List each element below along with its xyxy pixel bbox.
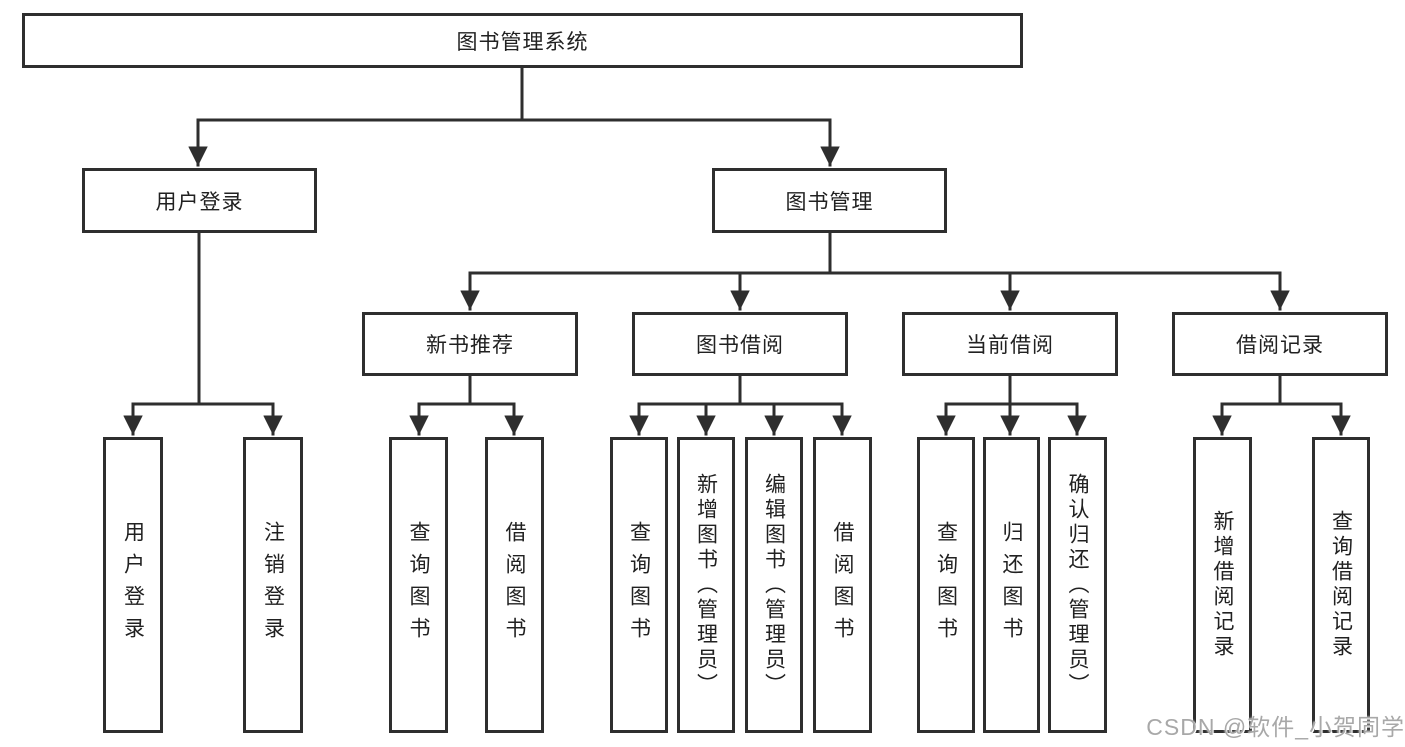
node-label: 查询图书 <box>407 521 430 649</box>
leaf-borrow-borrow-book: 借阅图书 <box>813 437 872 733</box>
leaf-newbooks-borrow-book: 借阅图书 <box>485 437 544 733</box>
leaf-records-add-record: 新增借阅记录 <box>1193 437 1252 733</box>
node-label: 归还图书 <box>1000 521 1023 649</box>
node-borrow-records: 借阅记录 <box>1172 312 1388 376</box>
node-label: 当前借阅 <box>966 334 1054 357</box>
leaf-borrow-edit-book-admin: 编辑图书（管理员） <box>745 437 803 733</box>
node-label: 新增借阅记录 <box>1211 510 1234 660</box>
leaf-borrow-query-book: 查询图书 <box>610 437 668 733</box>
node-label: 新增图书（管理员） <box>694 472 718 698</box>
leaf-user-login: 用户登录 <box>103 437 163 733</box>
node-label: 图书借阅 <box>696 334 784 357</box>
node-label: 借阅记录 <box>1236 334 1324 357</box>
leaf-records-query-record: 查询借阅记录 <box>1312 437 1370 733</box>
leaf-newbooks-query-book: 查询图书 <box>389 437 448 733</box>
node-user-login: 用户登录 <box>82 168 317 233</box>
node-label: 借阅图书 <box>503 521 526 649</box>
node-label: 编辑图书（管理员） <box>762 472 786 698</box>
node-current-borrow: 当前借阅 <box>902 312 1118 376</box>
leaf-logout: 注销登录 <box>243 437 303 733</box>
node-label: 注销登录 <box>261 521 285 649</box>
node-book-borrow: 图书借阅 <box>632 312 848 376</box>
node-label: 查询图书 <box>627 521 651 649</box>
node-label: 图书管理系统 <box>456 30 589 54</box>
node-label: 查询借阅记录 <box>1329 510 1353 660</box>
node-label: 新书推荐 <box>426 334 514 357</box>
node-label: 用户登录 <box>121 521 145 649</box>
leaf-current-query-book: 查询图书 <box>917 437 975 733</box>
node-label: 查询图书 <box>934 521 958 649</box>
node-book-management: 图书管理 <box>712 168 947 233</box>
leaf-current-confirm-return-admin: 确认归还（管理员） <box>1048 437 1107 733</box>
node-label: 借阅图书 <box>831 521 854 649</box>
node-label: 确认归还（管理员） <box>1066 472 1089 698</box>
node-root-system: 图书管理系统 <box>22 13 1023 68</box>
node-label: 用户登录 <box>155 190 244 214</box>
leaf-current-return-book: 归还图书 <box>983 437 1040 733</box>
node-new-book-recommend: 新书推荐 <box>362 312 578 376</box>
csdn-watermark: CSDN @软件_小贺同学 <box>1146 714 1405 740</box>
leaf-borrow-add-book-admin: 新增图书（管理员） <box>677 437 735 733</box>
node-label: 图书管理 <box>785 190 874 214</box>
